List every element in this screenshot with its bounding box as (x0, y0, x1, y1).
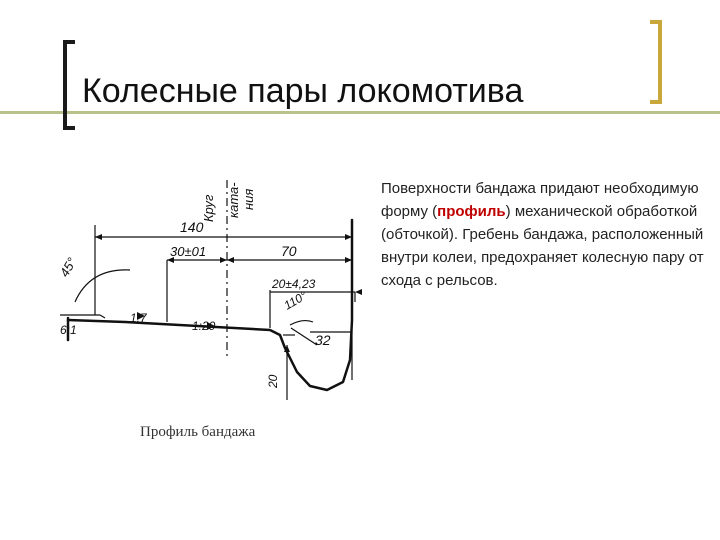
title-bracket-left (63, 40, 75, 130)
body-text-highlight: профиль (437, 203, 506, 220)
label-dim-70: 70 (281, 243, 297, 259)
label-dim-32: 32 (315, 332, 331, 348)
tire-profile-diagram: 140 30±01 70 20±4,23 110° 32 20 45° 6:1 … (57, 180, 362, 400)
diagram-caption: Профиль бандажа (140, 424, 256, 440)
title-bracket-right (650, 20, 662, 104)
label-ratio-6-1: 6:1 (60, 323, 77, 337)
dimension-lines (60, 180, 356, 400)
label-taper-1-7: 1:7 (130, 311, 148, 325)
title-underline (0, 111, 720, 114)
label-dim-140: 140 (180, 219, 204, 235)
label-circle-word1: Круг (201, 194, 216, 222)
body-text-part2: ) механической обработкой (обточкой). Гр… (381, 203, 704, 289)
label-taper-1-20: 1:20 (192, 319, 216, 333)
dimension-arrows (95, 234, 362, 352)
label-circle-word3: ния (241, 189, 256, 210)
label-dim-20-423: 20±4,23 (271, 277, 316, 291)
label-dim-30: 30±01 (170, 244, 206, 259)
tread-flange-contour (66, 218, 354, 392)
body-text: Поверхности бандажа придают необходимую … (381, 177, 706, 292)
slide-title: Колесные пары локомотива (82, 72, 524, 110)
label-dim-20: 20 (266, 374, 280, 389)
body-text-part1: Поверхности бандажа придают необходимую … (381, 180, 699, 220)
label-angle-45: 45° (57, 255, 80, 280)
label-circle-word2: ката- (226, 182, 241, 218)
profile-outline (66, 218, 354, 392)
